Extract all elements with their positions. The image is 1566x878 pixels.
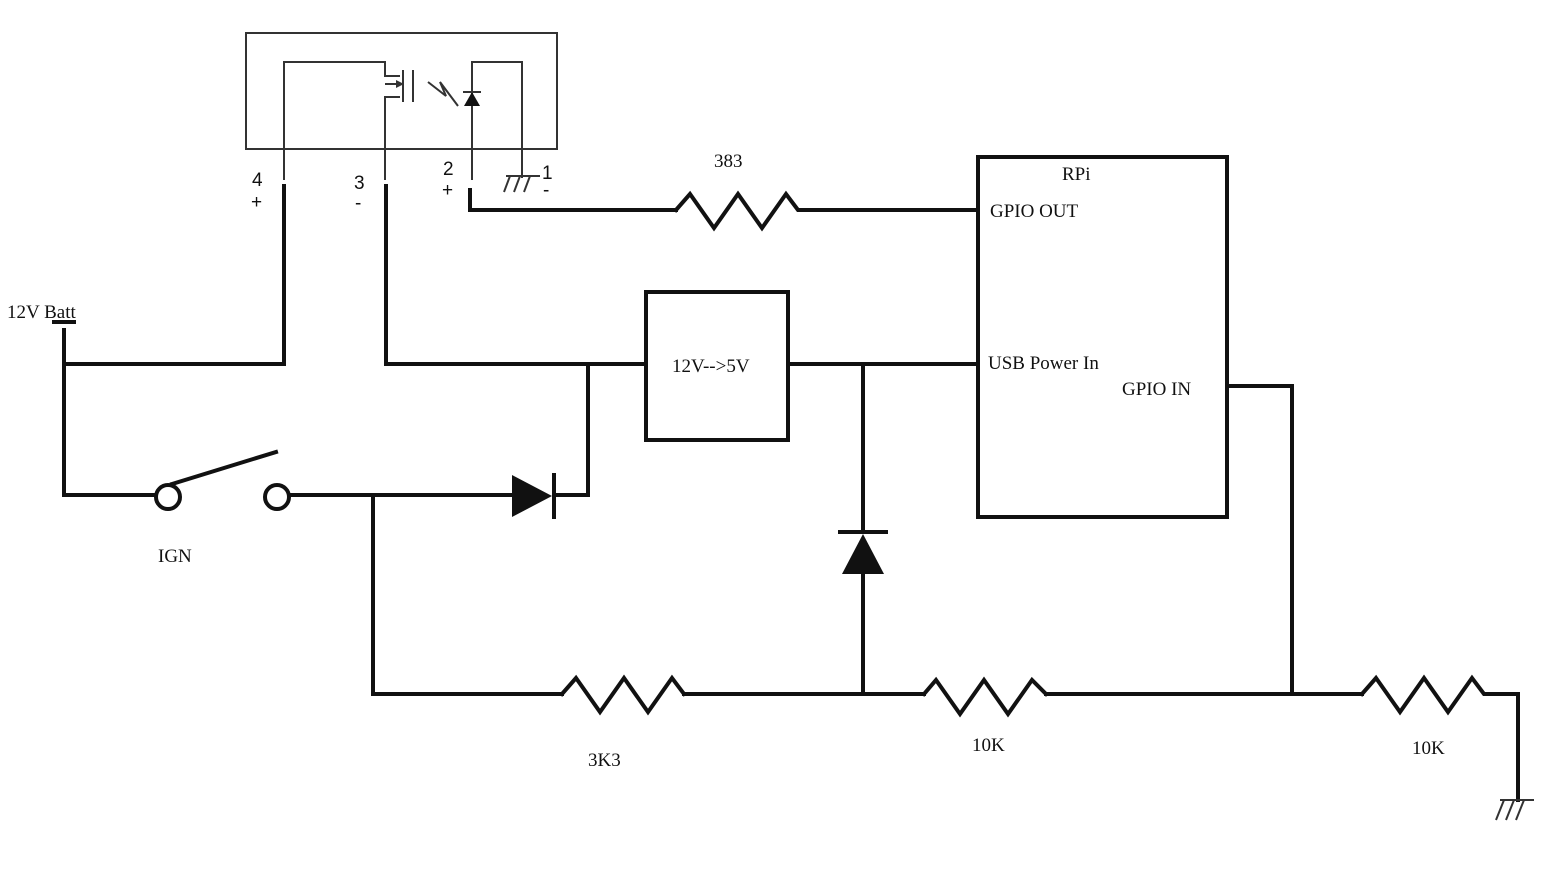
gpio-in-label: GPIO IN xyxy=(1122,379,1191,400)
pin-2-number: 2 xyxy=(443,159,454,180)
switch-lever-icon xyxy=(169,449,279,487)
mosfet-arrow-icon xyxy=(396,80,404,88)
ground-hatch xyxy=(1495,799,1505,821)
resistor-10k-a-label: 10K xyxy=(972,735,1005,756)
gpio-out-label: GPIO OUT xyxy=(990,201,1079,222)
wire-diode-regulator xyxy=(552,362,590,497)
diode-icon xyxy=(842,534,884,574)
ground-hatch xyxy=(523,175,531,193)
ign-switch-label: IGN xyxy=(158,546,192,567)
pin-3-number: 3 xyxy=(354,173,365,194)
wire-pin2 xyxy=(468,188,678,212)
resistor-383-label: 383 xyxy=(714,151,743,172)
switch-contact-icon xyxy=(263,483,291,511)
resistor-3k3-icon xyxy=(559,674,687,716)
pin-3-sign: - xyxy=(355,193,361,214)
wires xyxy=(52,184,1534,821)
diode-icon xyxy=(512,475,552,517)
pin-4-sign: + xyxy=(251,192,262,213)
led-diode-icon xyxy=(464,92,480,106)
led-leads xyxy=(471,61,523,180)
ground-hatch xyxy=(1505,799,1515,821)
optocoupler: 4 + 3 - 2 + 1 - xyxy=(245,32,558,214)
resistor-10k-a-icon xyxy=(921,676,1049,718)
wire-gpio-in xyxy=(1226,384,1294,696)
ground-hatch xyxy=(1515,799,1525,821)
wire-ign-divider xyxy=(371,493,564,696)
optocoupler-outline xyxy=(245,32,558,150)
switch-contact-icon xyxy=(154,483,182,511)
battery-label: 12V Batt xyxy=(7,302,77,323)
wire-pin3-regulator xyxy=(384,184,648,366)
ground-hatch xyxy=(513,175,521,193)
rpi-label: RPi xyxy=(1062,164,1091,185)
resistor-10k-b-icon xyxy=(1359,674,1520,802)
wire-pin4-batt xyxy=(62,184,286,366)
mosfet-source-lead xyxy=(384,96,400,180)
usb-power-in-label: USB Power In xyxy=(988,353,1099,374)
resistor-3k3-label: 3K3 xyxy=(588,750,621,771)
regulator-label: 12V-->5V xyxy=(672,356,750,377)
resistor-10k-b-label: 10K xyxy=(1412,738,1445,759)
pin-2-sign: + xyxy=(442,180,453,201)
pin-1-sign: - xyxy=(543,180,549,201)
light-arrow-icon xyxy=(427,81,459,107)
resistor-383-icon xyxy=(673,190,822,232)
mosfet-drain-lead xyxy=(283,61,400,180)
regulator-box xyxy=(644,290,790,442)
rpi-box xyxy=(976,155,1229,519)
pin-4-number: 4 xyxy=(252,170,263,191)
pin-1-number: 1 xyxy=(542,163,553,184)
ground-hatch xyxy=(503,175,511,193)
